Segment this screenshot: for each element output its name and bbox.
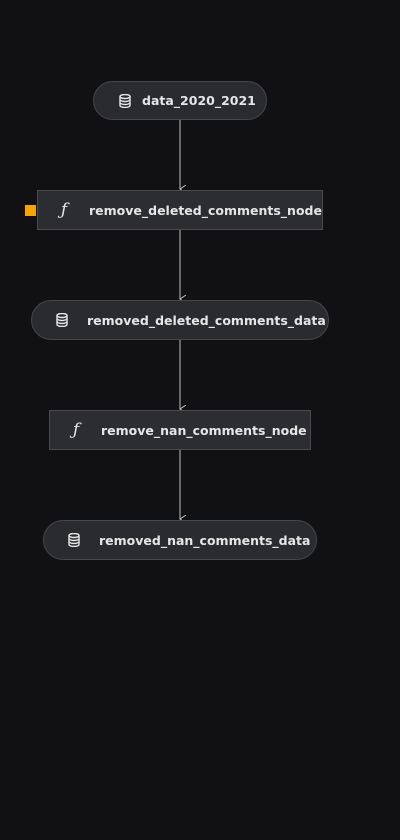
- node-label: removed_nan_comments_data: [99, 532, 311, 548]
- function-icon: ƒ: [72, 420, 80, 440]
- node-removed-nan-comments-data[interactable]: removed_nan_comments_data: [43, 520, 317, 560]
- node-label: data_2020_2021: [142, 93, 256, 108]
- function-icon: ƒ: [60, 200, 68, 220]
- node-label: remove_deleted_comments_node: [89, 202, 322, 218]
- node-label: removed_deleted_comments_data: [87, 312, 326, 328]
- database-icon: [117, 93, 133, 109]
- database-icon: [66, 532, 82, 548]
- selected-node-marker: [25, 205, 36, 216]
- node-remove-deleted-comments[interactable]: ƒ remove_deleted_comments_node: [37, 190, 323, 230]
- node-label: remove_nan_comments_node: [101, 422, 307, 438]
- node-data-2020-2021[interactable]: data_2020_2021: [93, 81, 267, 120]
- node-removed-deleted-comments-data[interactable]: removed_deleted_comments_data: [31, 300, 329, 340]
- database-icon: [54, 312, 70, 328]
- node-remove-nan-comments[interactable]: ƒ remove_nan_comments_node: [49, 410, 311, 450]
